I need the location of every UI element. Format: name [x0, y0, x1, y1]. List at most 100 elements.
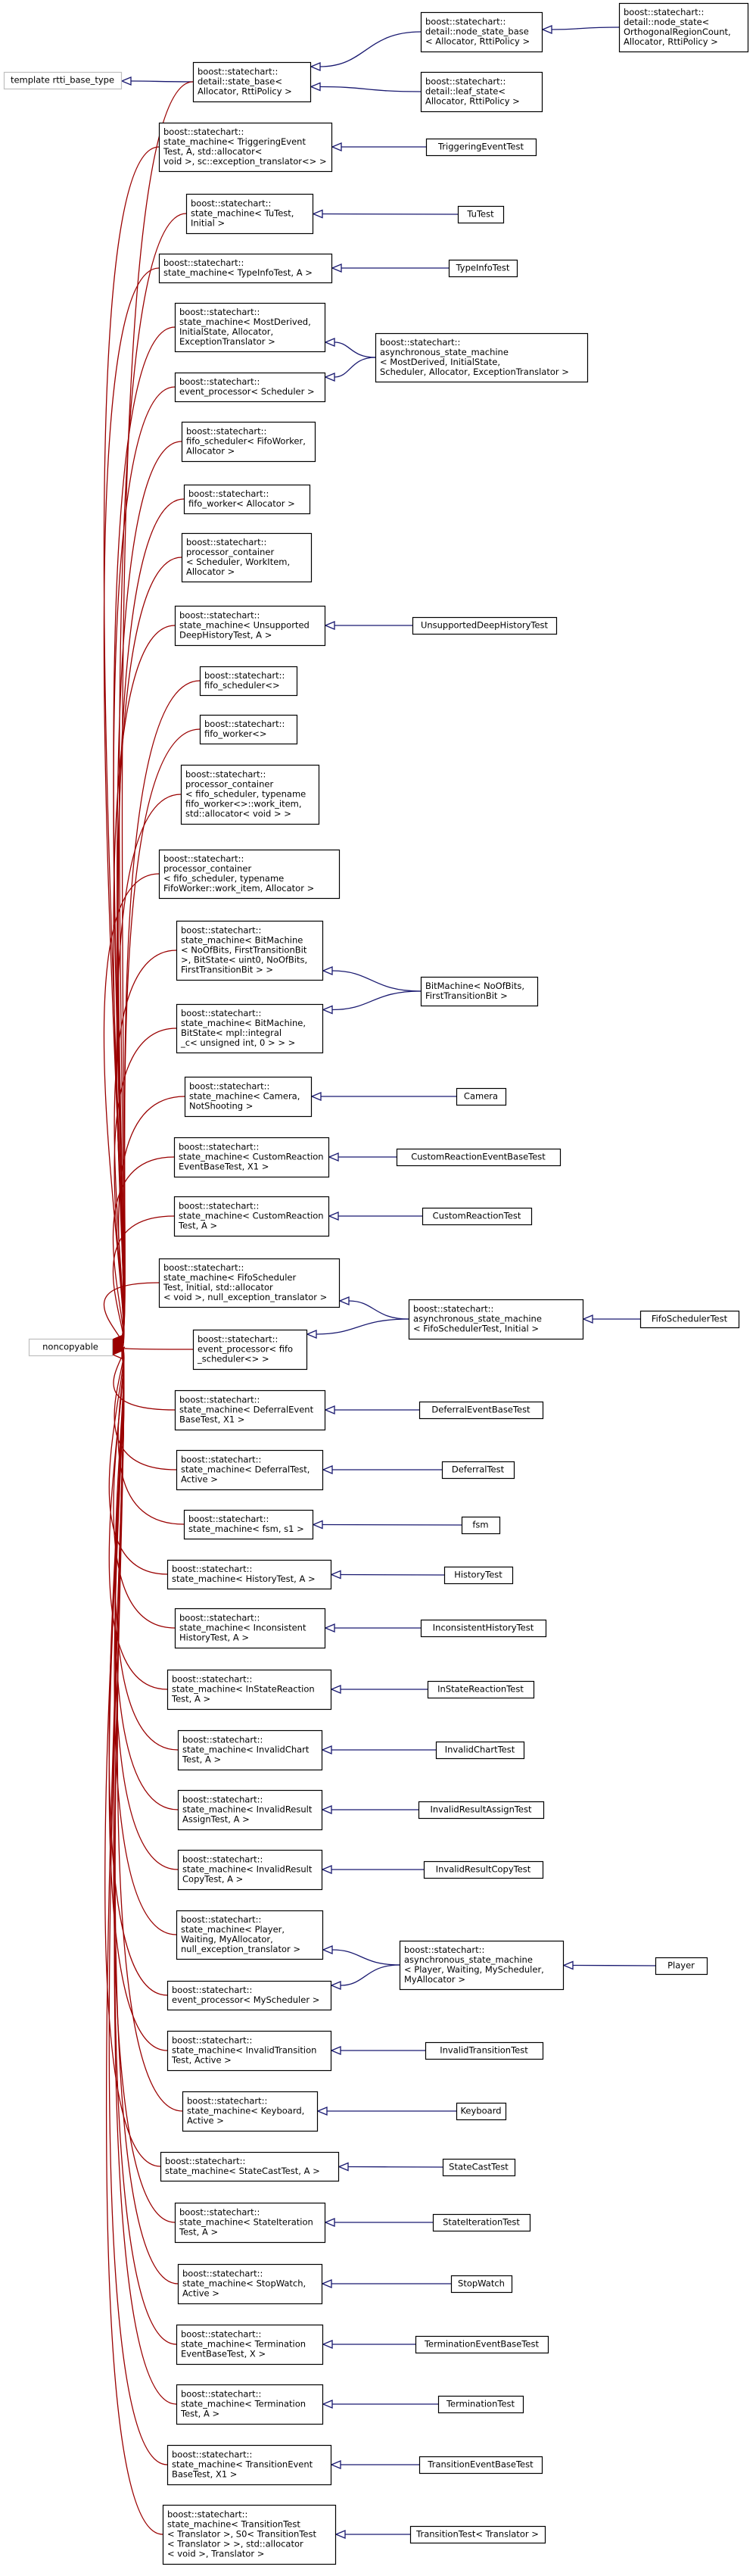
class-node-sm_statecast[interactable]: boost::statechart::state_machine< StateC…	[160, 2151, 340, 2182]
class-node-label-line: noncopyable	[42, 1342, 98, 1352]
class-node-label-line: boost::statechart::	[187, 2096, 267, 2107]
edge-arrowhead	[324, 373, 335, 382]
class-node-sm_stateiter[interactable]: boost::statechart::state_machine< StateI…	[174, 2202, 326, 2244]
class-node-Keyboard[interactable]: Keyboard	[456, 2102, 507, 2121]
class-node-sm_termeb[interactable]: boost::statechart::state_machine< Termin…	[176, 2324, 324, 2365]
class-node-async_player[interactable]: boost::statechart::asynchronous_state_ma…	[399, 1940, 565, 1991]
class-node-sm_inconsistent[interactable]: boost::statechart::state_machine< Incons…	[174, 1608, 326, 1649]
class-node-CustomReactionTest[interactable]: CustomReactionTest	[422, 1207, 533, 1226]
inheritance-edge-BitMachine-to-sm_bitmachine_mpl	[322, 990, 422, 1015]
class-node-node_state_base[interactable]: boost::statechart::detail::node_state_ba…	[420, 11, 543, 53]
class-node-InconsistentHistoryTest[interactable]: InconsistentHistoryTest	[420, 1619, 547, 1638]
class-node-noncopyable[interactable]: noncopyable	[28, 1338, 114, 1357]
class-node-sm_deferraleb[interactable]: boost::statechart::state_machine< Deferr…	[174, 1389, 326, 1431]
class-node-sm_customreb[interactable]: boost::statechart::state_machine< Custom…	[173, 1137, 330, 1178]
class-node-sm_history[interactable]: boost::statechart::state_machine< Histor…	[166, 1559, 332, 1590]
class-node-StopWatch[interactable]: StopWatch	[450, 2275, 513, 2294]
class-node-sm_invalidassign[interactable]: boost::statechart::state_machine< Invali…	[177, 1789, 323, 1831]
class-node-sm_unsupported[interactable]: boost::statechart::state_machine< Unsupp…	[174, 605, 326, 647]
class-node-proc_container_1[interactable]: boost::statechart::processor_container< …	[180, 764, 320, 825]
class-node-sm_triggering[interactable]: boost::statechart::state_machine< Trigge…	[158, 122, 333, 173]
class-node-UnsupportedDeepHistoryTest[interactable]: UnsupportedDeepHistoryTest	[412, 616, 558, 635]
inheritance-edge-HistoryTest-to-sm_history	[330, 1570, 445, 1580]
class-node-sm_bitmachine_mpl[interactable]: boost::statechart::state_machine< BitMac…	[176, 1003, 324, 1054]
inheritance-edge-Keyboard-to-sm_keyboard	[316, 2107, 457, 2116]
class-node-fsm[interactable]: fsm	[461, 1516, 501, 1535]
class-node-rtti[interactable]: template rtti_base_type	[3, 71, 123, 90]
class-node-proc_container_2[interactable]: boost::statechart::processor_container< …	[158, 849, 341, 900]
class-node-DeferralEventBaseTest[interactable]: DeferralEventBaseTest	[418, 1401, 544, 1420]
edge-line	[114, 1354, 177, 2405]
class-node-TuTest[interactable]: TuTest	[457, 205, 505, 224]
class-node-sm_camera[interactable]: boost::statechart::state_machine< Camera…	[184, 1076, 313, 1118]
inheritance-edge-async_fifo-to-sm_fifosched	[338, 1296, 409, 1320]
class-node-label-line: InvalidResultCopyTest	[436, 1864, 531, 1875]
class-node-sm_invalidtrans[interactable]: boost::statechart::state_machine< Invali…	[166, 2030, 332, 2072]
class-node-InStateReactionTest[interactable]: InStateReactionTest	[427, 1680, 535, 1699]
class-node-sm_transeb[interactable]: boost::statechart::state_machine< Transi…	[166, 2444, 332, 2486]
class-node-sm_keyboard[interactable]: boost::statechart::state_machine< Keyboa…	[182, 2091, 319, 2132]
edge-arrowhead	[322, 1465, 333, 1474]
class-node-node_state[interactable]: boost::statechart::detail::node_state<Or…	[618, 2, 749, 53]
class-node-proc_container_tpl[interactable]: boost::statechart::processor_container< …	[181, 532, 313, 583]
class-node-sm_invalidchart[interactable]: boost::statechart::state_machine< Invali…	[177, 1729, 323, 1771]
class-node-sm_invalidcopy[interactable]: boost::statechart::state_machine< Invali…	[177, 1849, 323, 1891]
edge-line	[104, 1352, 161, 2167]
class-node-label-line: state_machine< Inconsistent	[179, 1623, 306, 1633]
class-node-sm_term[interactable]: boost::statechart::state_machine< Termin…	[176, 2384, 324, 2425]
class-node-sm_player[interactable]: boost::statechart::state_machine< Player…	[176, 1910, 324, 1960]
class-node-sm_stopwatch[interactable]: boost::statechart::state_machine< StopWa…	[177, 2263, 323, 2305]
class-node-fifo_worker_tpl[interactable]: boost::statechart::fifo_worker< Allocato…	[183, 484, 311, 515]
class-node-sm_mostderived[interactable]: boost::statechart::state_machine< MostDe…	[174, 302, 326, 353]
class-node-TerminationTest[interactable]: TerminationTest	[437, 2395, 524, 2414]
class-node-TransitionTest[interactable]: TransitionTest< Translator >	[409, 2525, 546, 2544]
class-node-fifo_sched_def[interactable]: boost::statechart::fifo_scheduler<>	[199, 666, 298, 697]
class-node-fifo_worker_def[interactable]: boost::statechart::fifo_worker<>	[199, 714, 298, 745]
class-node-InvalidChartTest[interactable]: InvalidChartTest	[435, 1741, 525, 1760]
class-node-box	[3, 71, 123, 90]
class-node-sm_customr[interactable]: boost::statechart::state_machine< Custom…	[173, 1196, 330, 1237]
class-node-box	[415, 2335, 549, 2354]
class-node-InvalidResultAssignTest[interactable]: InvalidResultAssignTest	[418, 1801, 545, 1820]
class-node-fifo_sched_tpl[interactable]: boost::statechart::fifo_scheduler< FifoW…	[181, 421, 316, 463]
class-node-TypeInfoTest[interactable]: TypeInfoTest	[448, 259, 518, 278]
class-node-label-line: void >, sc::exception_translator<> >	[163, 156, 327, 167]
class-node-label-line: < void >, Translator >	[167, 2549, 264, 2559]
class-node-ep_mysched[interactable]: boost::statechart::event_processor< MySc…	[166, 1980, 332, 2011]
class-node-sm_fsm[interactable]: boost::statechart::state_machine< fsm, s…	[183, 1509, 314, 1540]
class-node-sm_transtest[interactable]: boost::statechart::state_machine< Transi…	[162, 2504, 337, 2565]
class-node-label-line: state_machine< DeferralEvent	[179, 1405, 314, 1415]
class-node-label-line: Test, A >	[182, 1754, 221, 1765]
class-node-StateIterationTest[interactable]: StateIterationTest	[432, 2213, 531, 2232]
class-node-sm_tutest[interactable]: boost::statechart::state_machine< TuTest…	[185, 193, 314, 235]
class-node-CustomReactionEventBaseTest[interactable]: CustomReactionEventBaseTest	[396, 1148, 562, 1167]
class-node-TerminationEventBaseTest[interactable]: TerminationEventBaseTest	[415, 2335, 549, 2354]
class-node-InvalidTransitionTest[interactable]: InvalidTransitionTest	[425, 2041, 544, 2060]
class-node-InvalidResultCopyTest[interactable]: InvalidResultCopyTest	[423, 1860, 544, 1879]
class-node-BitMachine[interactable]: BitMachine< NoOfBits,FirstTransitionBit …	[420, 976, 539, 1007]
class-node-ep_scheduler[interactable]: boost::statechart::event_processor< Sche…	[174, 372, 326, 403]
class-node-TriggeringEventTest[interactable]: TriggeringEventTest	[425, 138, 537, 157]
edge-arrowhead	[338, 2162, 349, 2172]
class-node-label-line: boost::statechart::	[163, 257, 244, 268]
class-node-sm_bitmachine[interactable]: boost::statechart::state_machine< BitMac…	[176, 920, 324, 981]
class-node-async_generic[interactable]: boost::statechart::asynchronous_state_ma…	[375, 332, 589, 383]
class-node-DeferralTest[interactable]: DeferralTest	[441, 1461, 515, 1480]
class-node-TransitionEventBaseTest[interactable]: TransitionEventBaseTest	[418, 2456, 543, 2475]
class-node-StateCastTest[interactable]: StateCastTest	[442, 2158, 516, 2177]
class-node-leaf_state[interactable]: boost::statechart::detail::leaf_state<Al…	[420, 71, 543, 113]
class-node-Camera[interactable]: Camera	[456, 1087, 507, 1106]
class-node-FifoSchedulerTest[interactable]: FifoSchedulerTest	[639, 1310, 740, 1329]
class-node-sm_fifosched[interactable]: boost::statechart::state_machine< FifoSc…	[158, 1258, 341, 1308]
class-node-label-line: event_processor< MyScheduler >	[172, 1994, 319, 2005]
class-node-label-line: boost::statechart::	[182, 2269, 263, 2279]
class-node-HistoryTest[interactable]: HistoryTest	[443, 1566, 514, 1585]
class-node-Player[interactable]: Player	[655, 1957, 708, 1976]
class-node-async_fifo[interactable]: boost::statechart::asynchronous_state_ma…	[408, 1299, 584, 1340]
class-node-sm_instate[interactable]: boost::statechart::state_machine< InStat…	[166, 1669, 332, 1711]
class-node-ep_fifo[interactable]: boost::statechart::event_processor< fifo…	[192, 1329, 308, 1371]
class-node-state_base[interactable]: boost::statechart::detail::state_base<Al…	[192, 61, 312, 103]
class-node-sm_deferral[interactable]: boost::statechart::state_machine< Deferr…	[176, 1449, 324, 1491]
class-node-box	[461, 1516, 501, 1535]
class-node-sm_typeinfo[interactable]: boost::statechart::state_machine< TypeIn…	[158, 253, 333, 284]
